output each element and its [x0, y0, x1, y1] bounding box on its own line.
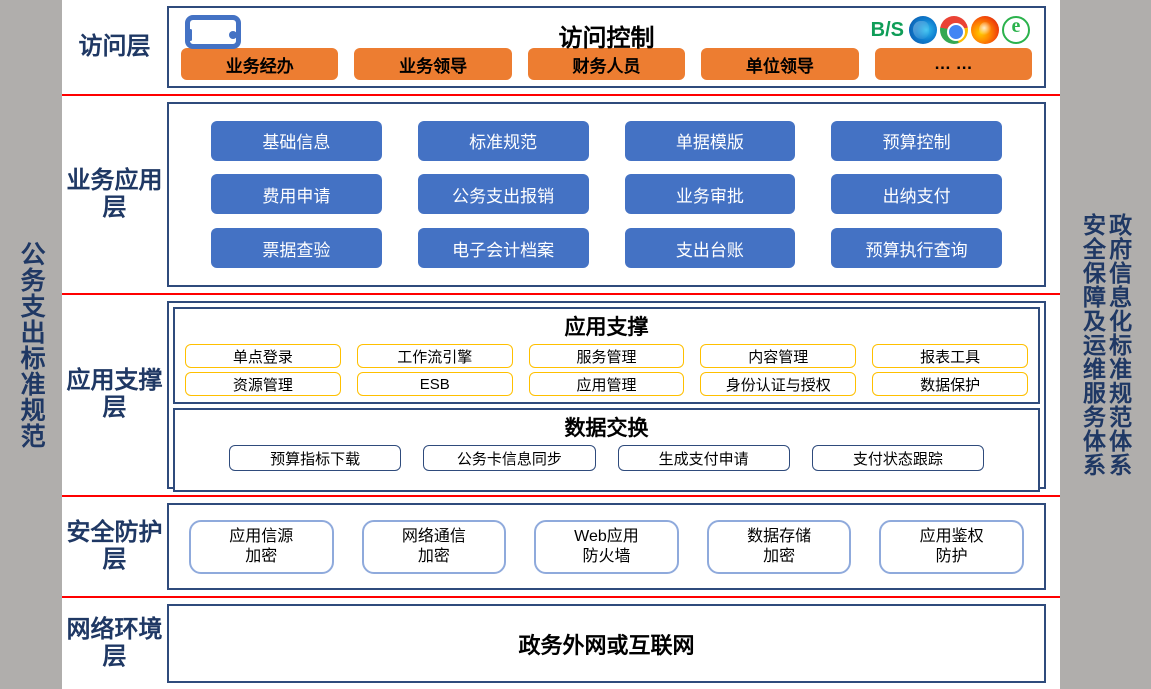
panel-title-data-exchange: 数据交换 — [564, 417, 649, 440]
business-module[interactable]: 票据查验 — [211, 228, 382, 269]
support-chip[interactable]: ESB — [356, 372, 513, 396]
layer-security-label: 安全防护层 — [66, 518, 163, 573]
business-row: 票据查验 电子会计档案 支出台账 预算执行查询 — [183, 228, 1030, 269]
support-chip[interactable]: 单点登录 — [185, 344, 341, 368]
support-chip[interactable]: 身份认证与授权 — [700, 372, 857, 396]
data-exchange-chip-row: 预算指标下载 公务卡信息同步 生成支付申请 支付状态跟踪 — [181, 445, 1032, 471]
business-module[interactable]: 基础信息 — [211, 120, 382, 161]
business-module[interactable]: 出纳支付 — [831, 174, 1002, 215]
layer-business-body: 基础信息 标准规范 单据模版 预算控制 费用申请 公务支出报销 业务审批 出纳支… — [167, 102, 1046, 287]
layer-business: 业务应用层 基础信息 标准规范 单据模版 预算控制 费用申请 公务支出报销 业务… — [62, 96, 1060, 293]
security-box-line1: 应用鉴权 — [919, 527, 984, 545]
security-box-line1: 数据存储 — [747, 527, 812, 545]
role-button[interactable]: 单位领导 — [701, 48, 859, 80]
security-box-line2: 防护 — [935, 547, 968, 565]
layer-network-label: 网络环境层 — [66, 615, 163, 670]
security-box-line2: 加密 — [763, 547, 796, 565]
support-chip-row: 单点登录 工作流引擎 服务管理 内容管理 报表工具 — [181, 344, 1032, 368]
support-chip[interactable]: 内容管理 — [700, 344, 857, 368]
layer-support-body: 应用支撑 单点登录 工作流引擎 服务管理 内容管理 报表工具 资源管理 ESB … — [167, 301, 1046, 492]
right-sidebar-band: 安全保障及运维服务体系 政府信息化标准规范体系 — [1060, 0, 1151, 689]
security-box-line2: 防火墙 — [582, 547, 631, 565]
security-box-row: 应用信源 加密 网络通信 加密 Web应用 防火墙 数据存储 加密 — [179, 519, 1034, 574]
business-module[interactable]: 支出台账 — [624, 228, 796, 269]
support-chip[interactable]: 服务管理 — [528, 344, 685, 368]
layer-access-label: 访问层 — [78, 32, 151, 60]
layer-access-body: 访问控制 B/S 业务经办 业务领导 财务人员 单位领导 … … — [167, 6, 1046, 88]
panel-title-application-support: 应用支撑 — [564, 316, 649, 339]
business-module[interactable]: 单据模版 — [624, 120, 796, 161]
business-module[interactable]: 费用申请 — [211, 174, 382, 215]
layer-security-body: 应用信源 加密 网络通信 加密 Web应用 防火墙 数据存储 加密 — [167, 503, 1046, 590]
data-exchange-chip[interactable]: 预算指标下载 — [229, 445, 402, 471]
layer-separator — [62, 293, 1060, 295]
layer-separator — [62, 94, 1060, 96]
layer-business-label: 业务应用层 — [66, 166, 163, 221]
layer-network-body: 政务外网或互联网 — [167, 604, 1046, 683]
data-exchange-chip[interactable]: 生成支付申请 — [617, 445, 790, 471]
business-module[interactable]: 业务审批 — [624, 174, 796, 215]
layer-stack: 访问层 访问控制 B/S 业务经办 业务领导 财务人员 — [62, 0, 1060, 689]
business-module[interactable]: 公务支出报销 — [417, 174, 589, 215]
security-box-line1: 应用信源 — [229, 527, 294, 545]
layer-support-label: 应用支撑层 — [66, 367, 163, 421]
security-box-line1: Web应用 — [574, 527, 639, 545]
layer-support: 应用支撑层 应用支撑 单点登录 工作流引擎 服务管理 内容管理 报表工具 资源管… — [62, 295, 1060, 495]
business-row: 基础信息 标准规范 单据模版 预算控制 — [183, 120, 1030, 161]
support-chip-row: 资源管理 ESB 应用管理 身份认证与授权 数据保护 — [181, 372, 1032, 396]
data-exchange-chip[interactable]: 支付状态跟踪 — [811, 445, 984, 471]
access-role-row: 业务经办 业务领导 财务人员 单位领导 … … — [177, 48, 1036, 80]
bs-label: B/S — [870, 18, 904, 41]
security-box-line2: 加密 — [245, 547, 278, 565]
support-chip[interactable]: 报表工具 — [872, 344, 1028, 368]
support-chip[interactable]: 工作流引擎 — [356, 344, 513, 368]
security-box[interactable]: Web应用 防火墙 — [534, 519, 679, 574]
data-exchange-chip[interactable]: 公务卡信息同步 — [423, 445, 596, 471]
firefox-icon — [971, 16, 999, 44]
access-top-row: 访问控制 B/S — [177, 12, 1036, 52]
support-chip[interactable]: 应用管理 — [528, 372, 685, 396]
right-sidebar-label-standards: 政府信息化标准规范体系 — [1105, 212, 1132, 477]
support-chip[interactable]: 数据保护 — [872, 372, 1028, 396]
layer-separator — [62, 495, 1060, 497]
network-environment-text: 政务外网或互联网 — [518, 632, 695, 658]
security-box-line1: 网络通信 — [401, 527, 466, 545]
left-sidebar-label: 公务支出标准规范 — [17, 240, 46, 449]
layer-security: 安全防护层 应用信源 加密 网络通信 加密 Web应用 防火墙 — [62, 497, 1060, 596]
role-button-more[interactable]: … … — [874, 48, 1033, 80]
role-button[interactable]: 财务人员 — [527, 48, 686, 80]
chrome-icon — [940, 16, 968, 44]
layer-separator — [62, 596, 1060, 598]
left-sidebar-band: 公务支出标准规范 — [0, 0, 62, 689]
role-button[interactable]: 业务经办 — [181, 48, 339, 80]
role-button[interactable]: 业务领导 — [354, 48, 512, 80]
360-browser-icon — [1002, 15, 1030, 44]
panel-application-support: 应用支撑 单点登录 工作流引擎 服务管理 内容管理 报表工具 资源管理 ESB … — [173, 307, 1040, 404]
security-box[interactable]: 数据存储 加密 — [706, 519, 852, 574]
layer-access: 访问层 访问控制 B/S 业务经办 业务领导 财务人员 — [62, 0, 1060, 94]
security-box[interactable]: 网络通信 加密 — [361, 519, 507, 574]
smartphone-icon — [185, 15, 241, 49]
security-box-line2: 加密 — [417, 547, 450, 565]
panel-data-exchange: 数据交换 预算指标下载 公务卡信息同步 生成支付申请 支付状态跟踪 — [173, 408, 1040, 492]
business-row: 费用申请 公务支出报销 业务审批 出纳支付 — [183, 174, 1030, 215]
business-module[interactable]: 标准规范 — [417, 120, 589, 161]
security-box[interactable]: 应用信源 加密 — [189, 519, 334, 574]
layer-network: 网络环境层 政务外网或互联网 — [62, 598, 1060, 689]
support-chip[interactable]: 资源管理 — [185, 372, 341, 396]
security-box[interactable]: 应用鉴权 防护 — [879, 519, 1024, 574]
browser-group: B/S — [870, 15, 1030, 44]
business-module[interactable]: 预算控制 — [831, 120, 1002, 161]
right-sidebar-label-security: 安全保障及运维服务体系 — [1079, 212, 1106, 477]
edge-icon — [909, 16, 937, 44]
business-module[interactable]: 电子会计档案 — [417, 228, 589, 269]
business-module[interactable]: 预算执行查询 — [831, 228, 1002, 269]
access-control-title: 访问控制 — [558, 25, 655, 52]
